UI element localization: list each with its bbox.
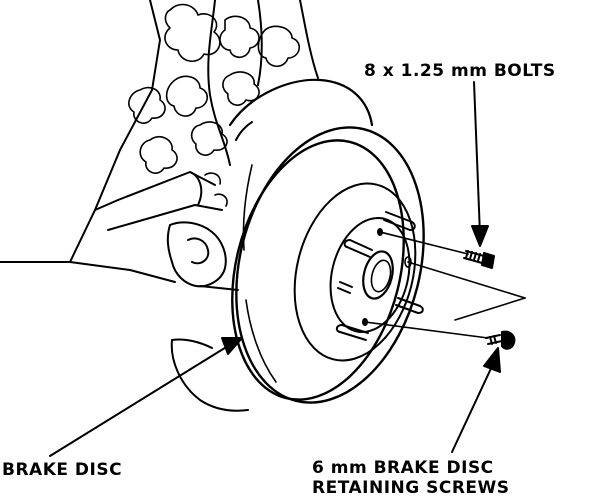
wheel-studs bbox=[335, 211, 424, 341]
brake-disc bbox=[228, 78, 425, 404]
bolt bbox=[463, 250, 495, 269]
bolts-label: 8 x 1.25 mm BOLTS bbox=[364, 61, 556, 81]
retaining-screws-label: 6 mm BRAKE DISC RETAINING SCREWS bbox=[312, 458, 510, 498]
retaining-screw bbox=[485, 330, 516, 350]
retaining-screws-label-line1: 6 mm BRAKE DISC bbox=[312, 458, 494, 478]
retaining-screws-label-line2: RETAINING SCREWS bbox=[312, 478, 510, 498]
alignment-lines bbox=[364, 231, 526, 339]
brake-disc-label: BRAKE DISC bbox=[2, 460, 123, 480]
suspension-assembly bbox=[0, 0, 319, 412]
leader-lines bbox=[49, 81, 501, 457]
